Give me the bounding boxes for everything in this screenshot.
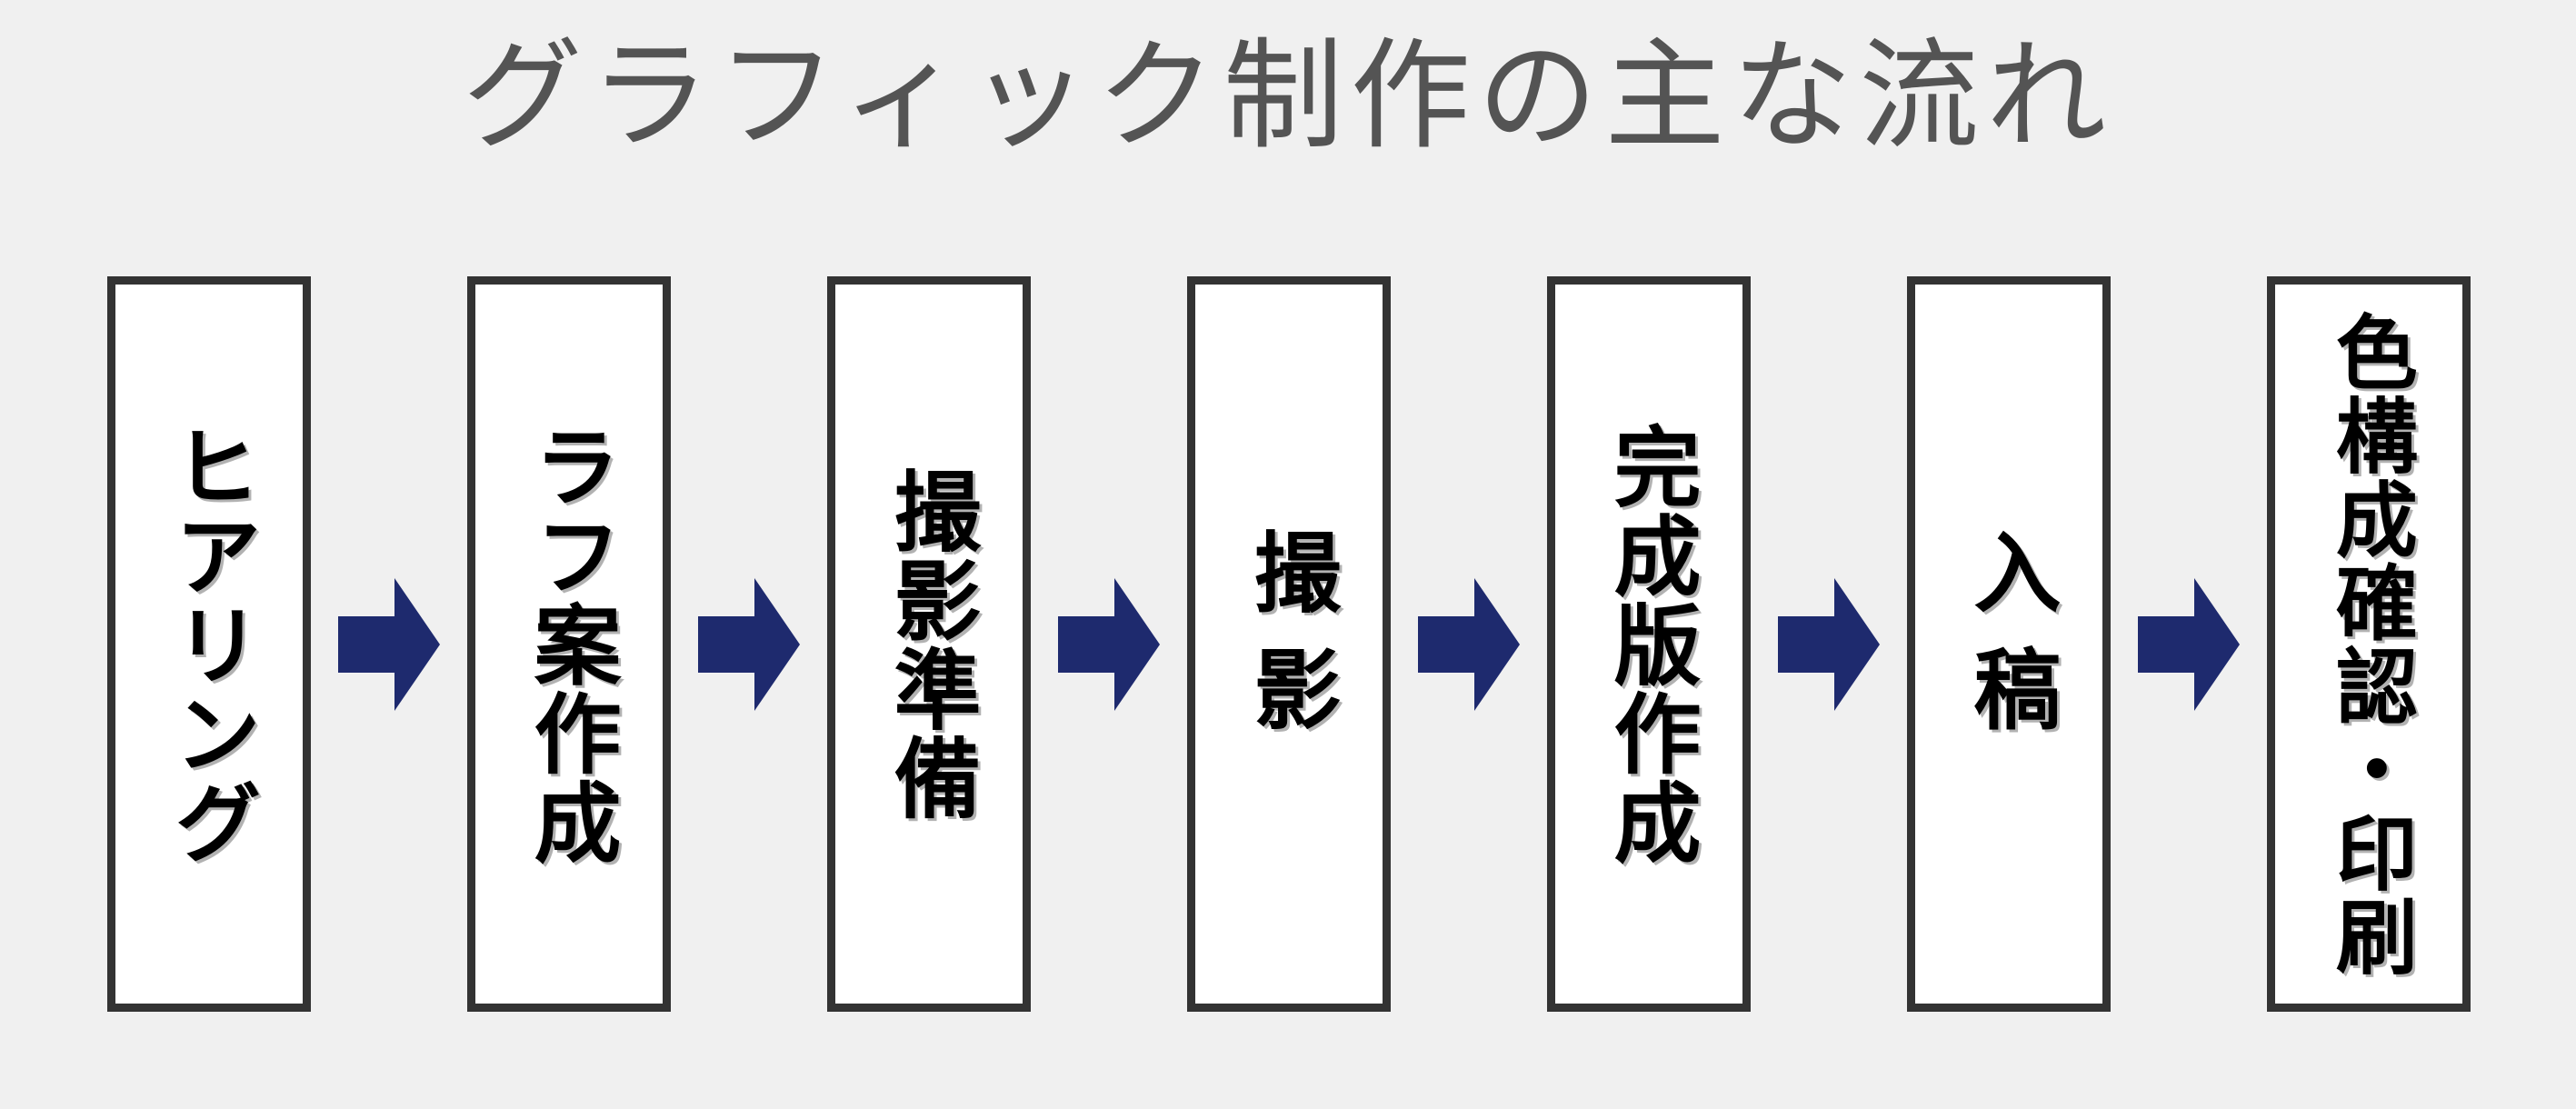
step-box-3[interactable]: 撮影準備 — [827, 276, 1031, 1012]
arrow-connector-6 — [2138, 577, 2240, 711]
arrow-connector-3 — [1058, 577, 1160, 711]
step-box-2[interactable]: ラフ案作成 — [467, 276, 671, 1012]
step-label-3: 撮影準備 — [878, 465, 981, 823]
step-box-5[interactable]: 完成版作成 — [1547, 276, 1751, 1012]
step-label-4: 撮影 — [1238, 526, 1341, 762]
process-flow-row: ヒアリング ラフ案作成 撮影準備 撮影 — [107, 276, 2471, 1012]
step-box-7[interactable]: 色構成確認・印刷 — [2267, 276, 2471, 1012]
step-label-1: ヒアリング — [158, 421, 261, 867]
arrow-connector-2 — [698, 577, 800, 711]
right-arrow-icon — [1778, 577, 1880, 711]
page-title: グラフィック制作の主な流れ — [462, 29, 2114, 163]
right-arrow-icon — [2138, 577, 2240, 711]
right-arrow-icon — [1058, 577, 1160, 711]
right-arrow-icon — [338, 577, 440, 711]
step-label-5: 完成版作成 — [1598, 421, 1701, 867]
arrow-connector-5 — [1778, 577, 1880, 711]
step-label-2: ラフ案作成 — [518, 421, 621, 867]
step-box-1[interactable]: ヒアリング — [107, 276, 311, 1012]
arrow-connector-1 — [338, 577, 440, 711]
right-arrow-icon — [698, 577, 800, 711]
arrow-connector-4 — [1418, 577, 1520, 711]
step-box-6[interactable]: 入稿 — [1907, 276, 2111, 1012]
step-label-7: 色構成確認・印刷 — [2321, 310, 2417, 978]
right-arrow-icon — [1418, 577, 1520, 711]
step-label-6: 入稿 — [1958, 526, 2061, 762]
step-box-4[interactable]: 撮影 — [1187, 276, 1391, 1012]
